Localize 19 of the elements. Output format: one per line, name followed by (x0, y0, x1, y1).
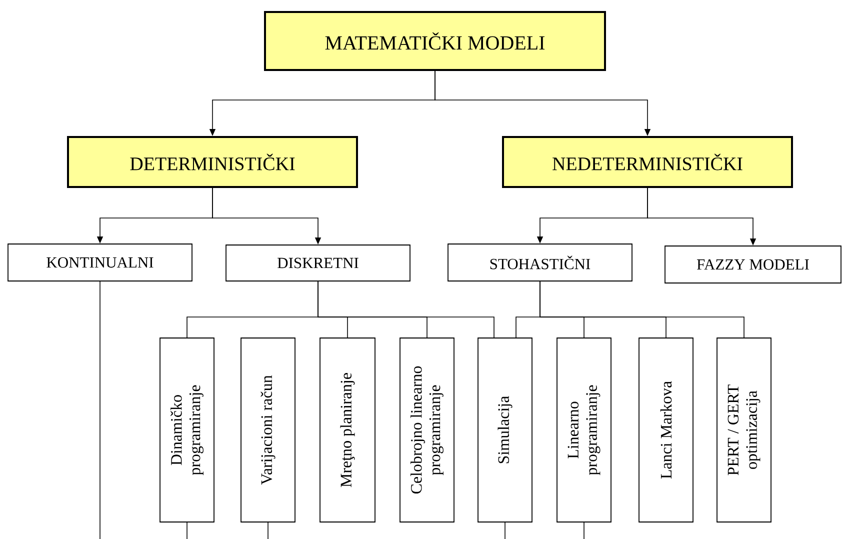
method-box: Lanci Markova (638, 338, 694, 522)
connector-line (318, 281, 494, 338)
category-box: KONTINUALNI (8, 244, 192, 282)
method-box: Celobrojno linearno programiranje (400, 338, 454, 522)
category-box: MATEMATIČKI MODELI (264, 11, 606, 71)
category-box: STOHASTIČNI (448, 244, 632, 282)
category-box: NEDETERMINISTIČKI (502, 136, 793, 188)
method-box: Varijacioni račun (240, 338, 296, 522)
method-box: Mreţno planiranje (320, 338, 376, 522)
connector-line (540, 281, 744, 338)
category-box: DISKRETNI (226, 244, 410, 282)
connector-line (186, 522, 188, 539)
connector-line (504, 522, 506, 539)
category-box: FAZZY MODELI (664, 246, 842, 284)
method-box: Dinamičko programiranje (160, 338, 214, 522)
category-box: DETERMINISTIČKI (67, 136, 358, 188)
method-box: Simulacija (478, 338, 532, 522)
method-box: PERT / GERT optimizacija (716, 338, 772, 522)
method-box: Linearno programiranje (556, 338, 612, 522)
